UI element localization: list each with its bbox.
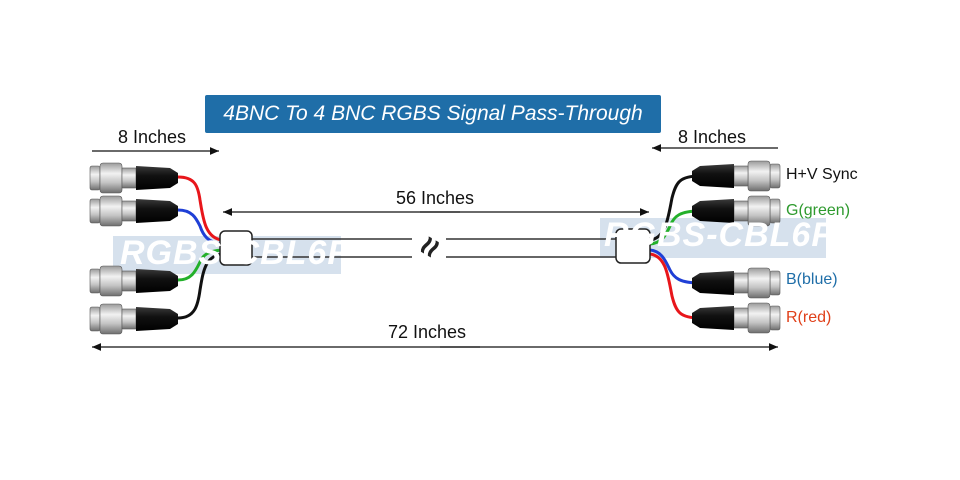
overall-length-label: 72 Inches xyxy=(388,322,467,342)
watermark-left: RGBS-CBL6F xyxy=(120,234,350,272)
left-wires xyxy=(177,175,223,320)
left-connector-3 xyxy=(89,265,178,297)
right-wires xyxy=(649,174,701,320)
left-connector-2 xyxy=(89,195,178,227)
diagram-title: 4BNC To 4 BNC RGBS Signal Pass-Through xyxy=(223,102,643,125)
right-splice-box xyxy=(615,228,651,264)
right-connector-green xyxy=(692,195,781,227)
middle-cable-length-label: 56 Inches xyxy=(396,188,475,208)
main-cable xyxy=(250,232,616,264)
connector-label-sync: H+V Sync xyxy=(786,166,858,183)
left-breakout-length-label: 8 Inches xyxy=(118,127,187,147)
connector-label-blue: B(blue) xyxy=(786,271,838,288)
connector-label-green: G(green) xyxy=(786,202,851,219)
right-connector-blue xyxy=(692,267,781,299)
right-connector-sync xyxy=(692,160,781,192)
watermark-right: RGBS-CBL6F xyxy=(604,216,834,254)
right-connector-red xyxy=(692,302,781,334)
left-splice-box xyxy=(219,230,253,266)
title-banner xyxy=(205,95,661,133)
right-breakout-length-label: 8 Inches xyxy=(678,127,747,147)
left-connector-1 xyxy=(89,162,178,194)
left-connector-4 xyxy=(89,303,178,335)
connector-label-red: R(red) xyxy=(786,309,832,326)
